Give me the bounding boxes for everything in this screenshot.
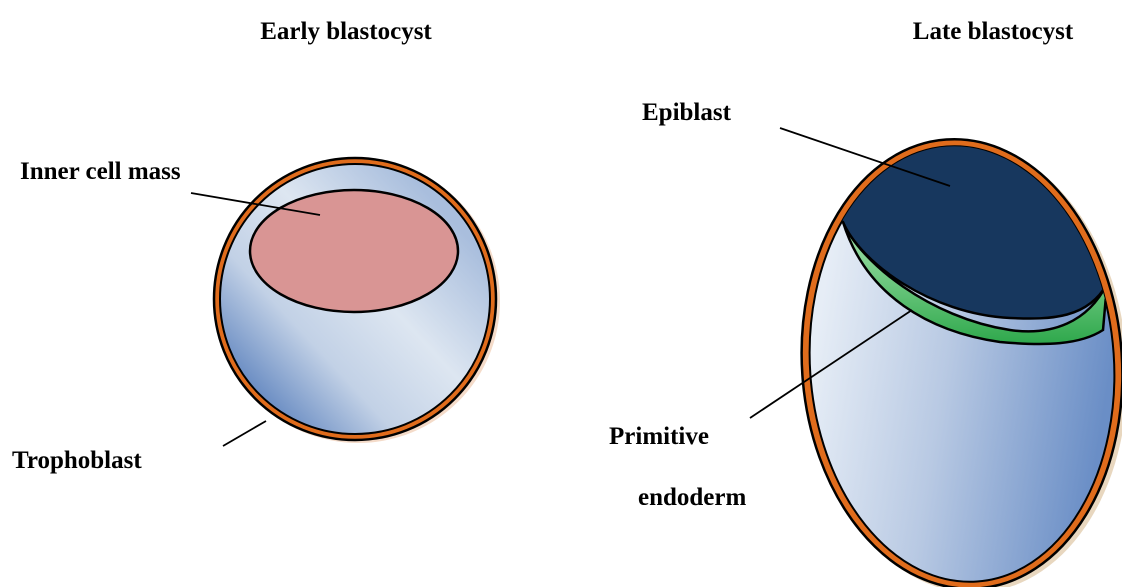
epiblast-label: Epiblast bbox=[642, 99, 732, 126]
late-blastocyst: Late blastocyst Epiblast Primitive endod… bbox=[609, 18, 1122, 587]
trophoblast-pointer bbox=[223, 421, 266, 446]
primitive-endoderm-label-line1: Primitive bbox=[609, 423, 709, 450]
primitive-endoderm-label-line2: endoderm bbox=[638, 484, 747, 511]
early-blastocyst-title: Early blastocyst bbox=[260, 18, 432, 45]
trophoblast-label: Trophoblast bbox=[12, 447, 142, 474]
inner-cell-mass-label: Inner cell mass bbox=[20, 158, 181, 185]
early-blastocyst: Early blastocyst Inner cell mass Trophob… bbox=[12, 18, 500, 474]
late-blastocyst-title: Late blastocyst bbox=[913, 18, 1074, 45]
